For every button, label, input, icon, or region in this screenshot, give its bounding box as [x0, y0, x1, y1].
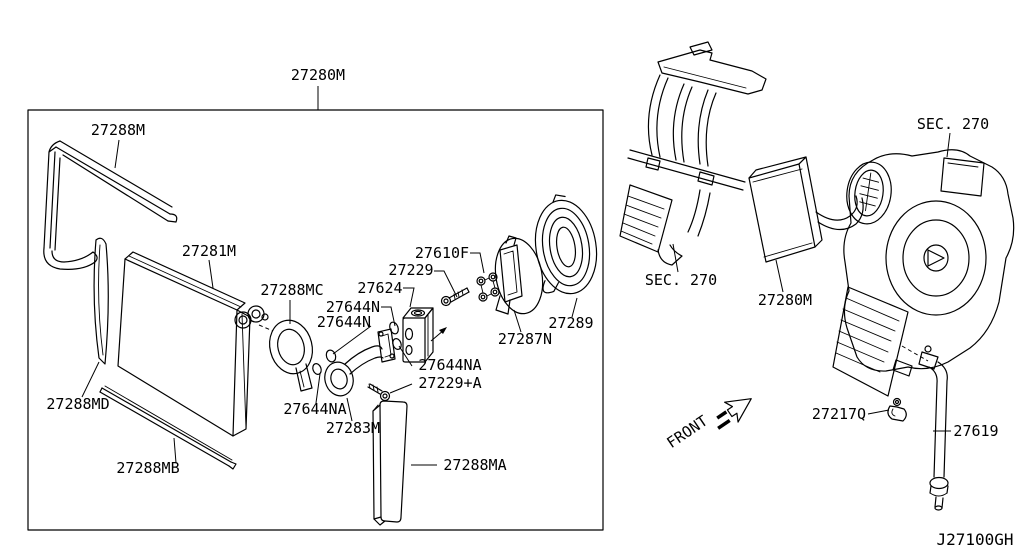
drawing-code: J27100GH [936, 530, 1013, 549]
part-label-27288MA: 27288MA [443, 456, 506, 474]
pipe-assembly-27283M-drawing [324, 328, 396, 397]
seal-ring-27289-drawing [534, 194, 598, 295]
evaporator-core-drawing [117, 251, 269, 437]
leader-lines-left [81, 139, 578, 466]
part-label-27644N-2: 27644N [317, 313, 371, 331]
part-label-27289: 27289 [548, 314, 593, 332]
grommet-set-27610F-drawing [476, 272, 500, 302]
seal-grommet-27288MC-drawing [269, 319, 313, 392]
seal-pad-27288MA-drawing [372, 400, 408, 526]
part-label-27644NA-2: 27644NA [418, 356, 481, 374]
bracket-cover-27287N-drawing [494, 235, 544, 315]
part-label-27644NA-1: 27644NA [283, 400, 346, 418]
seal-strip-27288M-drawing [43, 140, 178, 270]
part-label-27288MB: 27288MB [116, 459, 179, 477]
clamp-27217Q-drawing [887, 397, 907, 422]
part-label-27288MD: 27288MD [46, 395, 109, 413]
front-direction-arrow [716, 398, 752, 430]
expansion-valve-27624-drawing [402, 307, 434, 363]
part-label-27229: 27229 [388, 261, 433, 279]
part-label-27644N-1: 27644N [326, 298, 380, 316]
bolt-27229-drawing [440, 287, 470, 307]
front-direction-label: FRONT [663, 412, 711, 452]
part-label-27288M: 27288M [91, 121, 145, 139]
assembly-arrow [430, 327, 447, 342]
assembly-dash-line-ports [258, 324, 274, 332]
seal-strip-27288MB-drawing [99, 385, 237, 470]
seal-strip-27288MD-drawing [93, 237, 109, 365]
part-label-27283M: 27283M [326, 419, 380, 437]
assembly-dash-line-hose [901, 345, 929, 362]
bolt-27229A-drawing [367, 383, 391, 402]
part-label-27288MC: 27288MC [260, 281, 323, 299]
part-label-27624: 27624 [357, 279, 402, 297]
sec-ref-engine-label: SEC. 270 [645, 271, 717, 289]
leader-lines-right [672, 132, 951, 432]
part-label-27280M-box: 27280M [291, 66, 345, 84]
cooling-unit-group-box [27, 109, 604, 531]
drain-hose-27619-drawing [918, 345, 949, 511]
part-label-27217Q: 27217Q [812, 405, 866, 423]
evaporator-seal-drawing [846, 161, 892, 225]
part-label-27229A: 27229+A [418, 374, 481, 392]
part-label-27287N: 27287N [498, 330, 552, 348]
evaporator-location-drawing [748, 156, 864, 263]
part-label-27619: 27619 [953, 422, 998, 440]
part-label-27610F: 27610F [415, 244, 469, 262]
engine-assembly-drawing [619, 41, 767, 266]
part-label-27281M: 27281M [182, 242, 236, 260]
sec-ref-heater-label: SEC. 270 [917, 115, 989, 133]
part-label-27280M-location: 27280M [758, 291, 812, 309]
heater-unit-drawing [832, 149, 1015, 397]
